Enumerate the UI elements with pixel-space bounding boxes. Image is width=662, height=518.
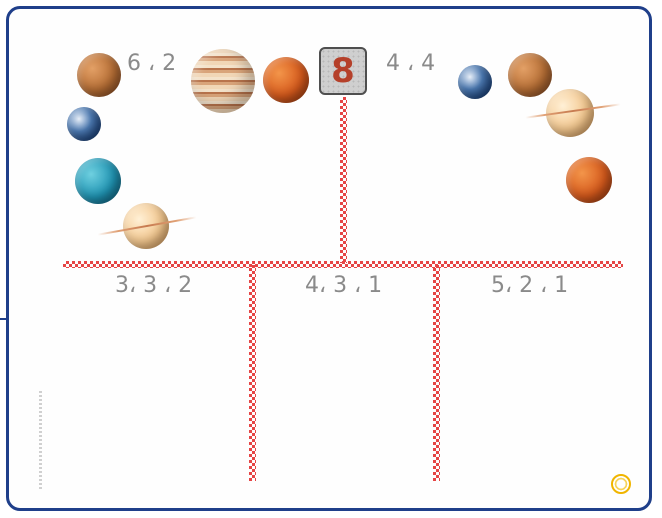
dice-icon: 8: [319, 47, 367, 95]
planet-jupiter: [191, 49, 255, 113]
planet-neptune: [75, 158, 121, 204]
planet-venus: [77, 53, 121, 97]
column-label-2: 4، 3 ، 1: [305, 273, 383, 298]
planet-mars: [263, 57, 309, 103]
dotted-divider-right: [433, 265, 440, 481]
circle-logo-icon: [611, 474, 631, 494]
planet-mars-right: [566, 157, 612, 203]
count-label-top-left: 6 ، 2: [127, 51, 177, 76]
dotted-stem-line: [340, 97, 347, 263]
side-fine-print: [39, 389, 42, 489]
column-label-3: 5، 2 ، 1: [491, 273, 569, 298]
die-value: 8: [331, 51, 355, 91]
planet-earth-right: [458, 65, 492, 99]
dotted-horizontal-line: [63, 261, 623, 268]
outer-connector-line: [0, 318, 8, 320]
count-label-top-right: 4 ، 4: [386, 51, 436, 76]
planet-earth: [67, 107, 101, 141]
dotted-divider-left: [249, 265, 256, 481]
worksheet-frame: 6 ، 2 8 4 ، 4 3، 3 ، 2 4، 3 ، 1 5، 2 ، 1: [6, 6, 652, 511]
column-label-1: 3، 3 ، 2: [115, 273, 193, 298]
planet-venus-right: [508, 53, 552, 97]
